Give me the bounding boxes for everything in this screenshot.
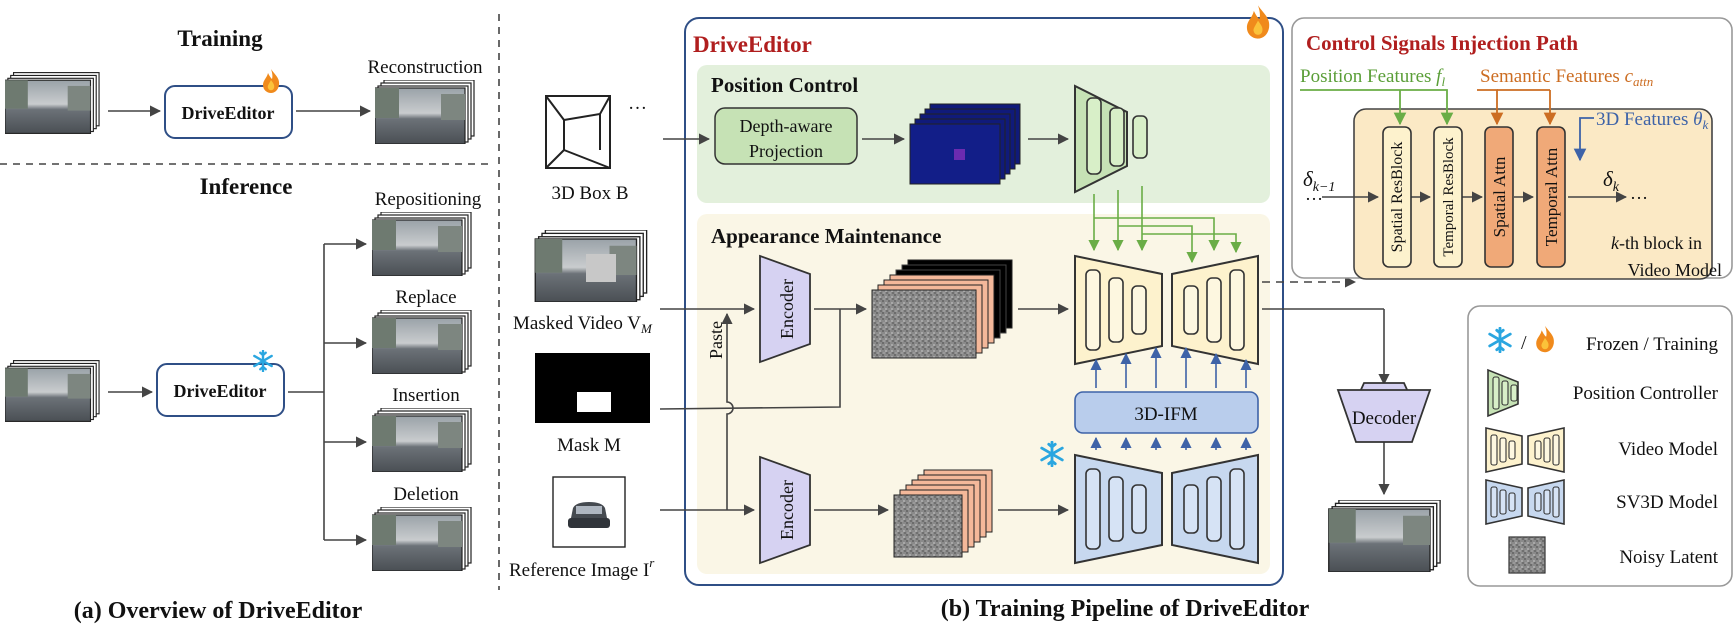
projection-line1: Depth-aware <box>740 116 833 136</box>
injection-path-panel: Control Signals Injection Path Position … <box>1291 17 1733 280</box>
delta-out: δk <box>1603 167 1620 195</box>
semantic-features-label: Semantic Features cattn <box>1480 66 1653 89</box>
input-video-inference <box>5 360 100 422</box>
decoder-label: Decoder <box>1352 408 1417 429</box>
drive-editor-inference-label: DriveEditor <box>174 381 267 401</box>
fire-icon <box>263 69 280 93</box>
input-video-training <box>5 72 100 134</box>
output-label-deletion: Deletion <box>393 484 459 505</box>
semantic-feature-arrows <box>1477 89 1557 126</box>
encoder-2-label: Encoder <box>777 480 797 540</box>
position-control-title: Position Control <box>711 73 858 97</box>
ifm-label: 3D-IFM <box>1134 404 1197 425</box>
mask-label: Mask M <box>557 435 621 456</box>
projection-line2: Projection <box>749 141 823 161</box>
decoder-shape <box>1336 389 1432 443</box>
output-video-insertion <box>372 408 472 472</box>
drive-editor-inference-box <box>156 363 285 417</box>
block-temporal-attn <box>1536 126 1566 268</box>
3d-box-icon <box>545 95 611 169</box>
output-video-replace <box>372 310 472 374</box>
overview-panel: Training DriveEditor Reconstruction Infe… <box>0 26 492 624</box>
legend-position-controller-icon <box>1487 368 1519 418</box>
encoder-1-label: Encoder <box>777 279 797 339</box>
legend: / Frozen / Training Position Controller … <box>1467 305 1733 587</box>
output-video-deletion <box>372 507 472 571</box>
box-label: 3D Box B <box>551 183 628 204</box>
output-video <box>1328 500 1441 572</box>
ifm-box <box>1074 391 1259 434</box>
position-injection-arrows <box>1088 186 1242 264</box>
legend-video-model-icon <box>1485 427 1565 473</box>
legend-noisy-latent-icon <box>1508 536 1546 574</box>
delta-in: δk−1 <box>1303 167 1335 195</box>
legend-position-controller: Position Controller <box>1573 383 1719 404</box>
overview-caption: (a) Overview of DriveEditor <box>74 598 363 624</box>
reference-label: Reference Image Ir <box>509 555 655 581</box>
legend-frozen-training: Frozen / Training <box>1586 334 1718 355</box>
video-model-block <box>1074 254 1259 366</box>
pipeline-caption: (b) Training Pipeline of DriveEditor <box>941 596 1310 622</box>
output-label-repositioning: Repositioning <box>375 189 482 210</box>
drive-editor-training-label: DriveEditor <box>182 103 275 123</box>
latent-stack-bottom <box>893 469 993 558</box>
legend-video-model: Video Model <box>1618 439 1718 460</box>
block-spatial-resblock-label: Spatial ResBlock <box>1389 142 1406 253</box>
3d-features-label: 3D Features θk <box>1596 109 1708 132</box>
fire-icon <box>1246 5 1270 39</box>
position-controller-block <box>1074 84 1148 194</box>
ellipsis-in: … <box>1305 184 1323 204</box>
projection-maps <box>909 103 1021 185</box>
latent-stack-top <box>871 259 1013 359</box>
mask-icon <box>535 353 650 423</box>
block-spatial-attn <box>1484 126 1514 268</box>
block-note-line1: k-th block in <box>1611 233 1702 253</box>
mask-patch <box>586 254 616 282</box>
block-temporal-attn-label: Temporal Attn <box>1542 147 1561 246</box>
ellipsis-out: … <box>1630 183 1648 203</box>
block-spatial-resblock <box>1382 126 1412 268</box>
masked-video-label: Masked Video VM <box>513 313 653 336</box>
position-feature-arrows <box>1300 89 1454 126</box>
reconstruction-video <box>375 80 475 144</box>
position-features-label: Position Features fl <box>1300 66 1445 89</box>
depth-projection-box <box>714 107 858 165</box>
output-label-replace: Replace <box>395 287 456 308</box>
ifm-arrows <box>1090 346 1252 450</box>
legend-sv3d-model: SV3D Model <box>1616 492 1718 513</box>
sv3d-model-block <box>1074 453 1259 565</box>
output-label-insertion: Insertion <box>392 385 460 406</box>
legend-sv3d-model-icon <box>1485 479 1565 525</box>
reconstruction-label: Reconstruction <box>367 57 483 78</box>
mask-hole <box>577 392 611 412</box>
pipeline-arrows <box>659 133 1390 516</box>
3d-feature-arrow <box>1573 117 1594 162</box>
output-video-repositioning <box>372 212 472 276</box>
drive-editor-training-box <box>164 85 293 139</box>
block-temporal-resblock-label: Temporal ResBlock <box>1441 137 1457 257</box>
inputs-column: … 3D Box B Masked Video VM Mask M Refere… <box>509 93 655 581</box>
inference-heading: Inference <box>200 174 293 199</box>
pipeline-title: DriveEditor <box>693 32 812 57</box>
paste-label: Paste <box>706 321 726 359</box>
encoder-1 <box>759 254 811 364</box>
training-pipeline: DriveEditor Position Control Depth-aware… <box>659 5 1441 622</box>
car-icon <box>568 502 610 528</box>
injection-title: Control Signals Injection Path <box>1306 31 1578 55</box>
block-temporal-resblock <box>1433 126 1463 268</box>
training-heading: Training <box>177 26 263 51</box>
box-ellipsis: … <box>628 93 647 114</box>
legend-slash: / <box>1521 332 1527 354</box>
appearance-title: Appearance Maintenance <box>711 224 941 248</box>
block-note-line2: Video Model <box>1628 260 1722 280</box>
encoder-2 <box>759 455 811 565</box>
block-spatial-attn-label: Spatial Attn <box>1490 156 1509 237</box>
legend-noisy-latent: Noisy Latent <box>1619 547 1718 568</box>
